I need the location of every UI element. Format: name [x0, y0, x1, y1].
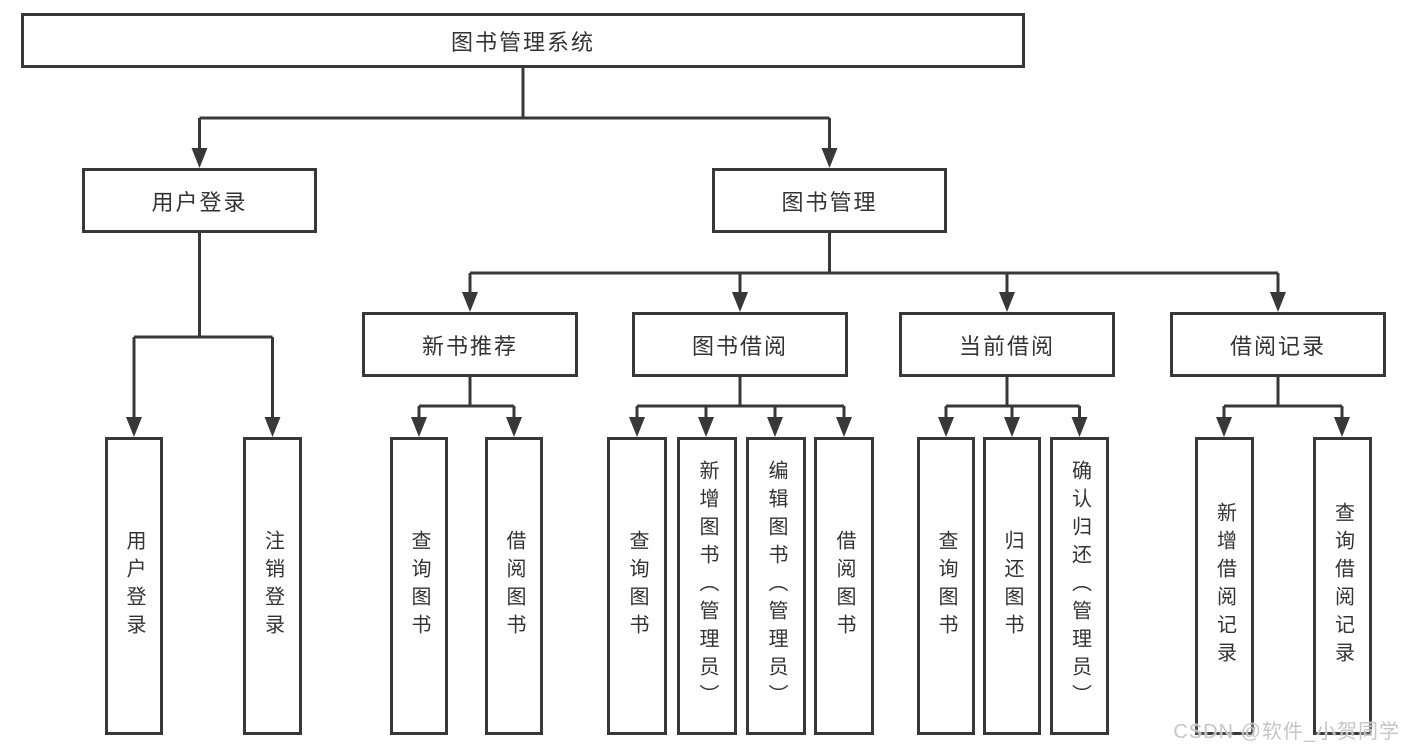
leaf-logout: 注销登录: [243, 437, 302, 735]
leaf-label: 借阅图书: [503, 530, 525, 642]
node-label: 图书管理: [781, 189, 878, 215]
node-user-login: 用户登录: [82, 168, 317, 233]
leaf-label: 查询图书: [626, 530, 648, 642]
node-label: 图书借阅: [691, 333, 788, 359]
arrowhead: [1334, 417, 1350, 437]
arrowhead: [126, 417, 142, 437]
arrowhead: [1216, 417, 1232, 437]
leaf-newbooks-borrow-books: 借阅图书: [485, 437, 543, 735]
node-library-management-system: 图书管理系统: [21, 13, 1025, 68]
arrowhead: [1071, 417, 1088, 437]
leaf-label: 查询图书: [408, 530, 430, 642]
arrowhead: [732, 292, 748, 312]
leaf-user-login: 用户登录: [105, 437, 163, 735]
node-borrowing-records: 借阅记录: [1170, 312, 1386, 377]
node-label: 用户登录: [151, 189, 248, 215]
leaf-label: 注销登录: [261, 530, 284, 642]
leaf-label: 查询借阅记录: [1331, 502, 1354, 670]
arrowheads: [126, 148, 1350, 437]
arrowhead: [462, 292, 478, 312]
node-book-management: 图书管理: [712, 168, 947, 233]
node-label: 当前借阅: [958, 333, 1055, 359]
leaf-records-query-record: 查询借阅记录: [1313, 437, 1372, 735]
leaf-label: 编辑图书（管理员）: [765, 460, 787, 712]
arrowhead: [767, 417, 783, 437]
leaf-current-return-books: 归还图书: [983, 437, 1041, 735]
leaf-current-confirm-return-admin: 确认归还（管理员）: [1050, 437, 1109, 735]
leaf-borrowing-edit-books-admin: 编辑图书（管理员）: [746, 437, 806, 735]
arrowhead: [191, 148, 208, 168]
leaf-borrowing-query-books: 查询图书: [607, 437, 667, 735]
arrowhead: [836, 417, 852, 437]
arrowhead: [999, 292, 1015, 312]
node-book-borrowing: 图书借阅: [632, 312, 848, 377]
csdn-watermark: CSDN @软件_小贺同学: [1173, 721, 1400, 743]
leaf-records-add-record: 新增借阅记录: [1195, 437, 1254, 735]
node-label: 借阅记录: [1229, 333, 1326, 359]
arrowhead: [698, 417, 714, 437]
node-new-book-recommendation: 新书推荐: [362, 312, 578, 377]
arrowhead: [629, 417, 645, 437]
arrowhead: [1004, 417, 1020, 437]
leaf-label: 新增借阅记录: [1213, 502, 1236, 670]
leaf-label: 查询图书: [935, 530, 957, 642]
leaf-newbooks-query-books: 查询图书: [390, 437, 448, 735]
leaf-label: 归还图书: [1001, 530, 1023, 642]
leaf-borrowing-add-books-admin: 新增图书（管理员）: [677, 437, 737, 735]
arrowhead: [411, 417, 427, 437]
node-current-borrowing: 当前借阅: [899, 312, 1115, 377]
arrowhead: [1270, 292, 1286, 312]
leaf-label: 确认归还（管理员）: [1068, 460, 1091, 712]
arrowhead: [938, 417, 954, 437]
leaf-current-query-books: 查询图书: [917, 437, 975, 735]
leaf-label: 借阅图书: [833, 530, 855, 642]
arrowhead: [264, 417, 281, 437]
arrowhead: [506, 417, 522, 437]
leaf-label: 新增图书（管理员）: [696, 460, 718, 712]
arrowhead: [821, 148, 838, 168]
connector-paths: [132, 68, 1344, 419]
leaf-borrowing-borrow-books: 借阅图书: [814, 437, 874, 735]
leaf-label: 用户登录: [123, 530, 145, 642]
node-label: 图书管理系统: [450, 29, 595, 55]
node-label: 新书推荐: [421, 333, 518, 359]
